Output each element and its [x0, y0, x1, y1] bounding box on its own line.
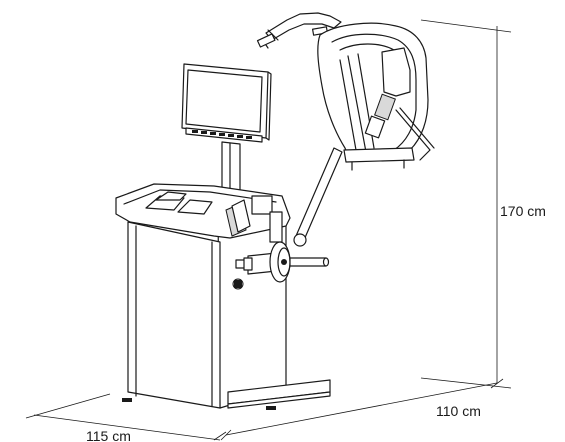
- shaft-flange: [243, 241, 330, 283]
- cabinet: [115, 183, 291, 410]
- depth-label: 110 cm: [436, 403, 481, 419]
- keypad: [185, 127, 263, 143]
- guard-arm: [293, 147, 343, 247]
- width-dimension: 115 cm: [25, 393, 227, 442]
- height-label: 170 cm: [500, 203, 546, 219]
- monitor: [181, 63, 272, 141]
- height-dimension: 170 cm: [420, 19, 546, 389]
- width-label: 115 cm: [86, 428, 131, 442]
- wheel-guard: [256, 12, 435, 171]
- base-plate: [227, 379, 331, 409]
- depth-dimension: 110 cm: [220, 378, 504, 441]
